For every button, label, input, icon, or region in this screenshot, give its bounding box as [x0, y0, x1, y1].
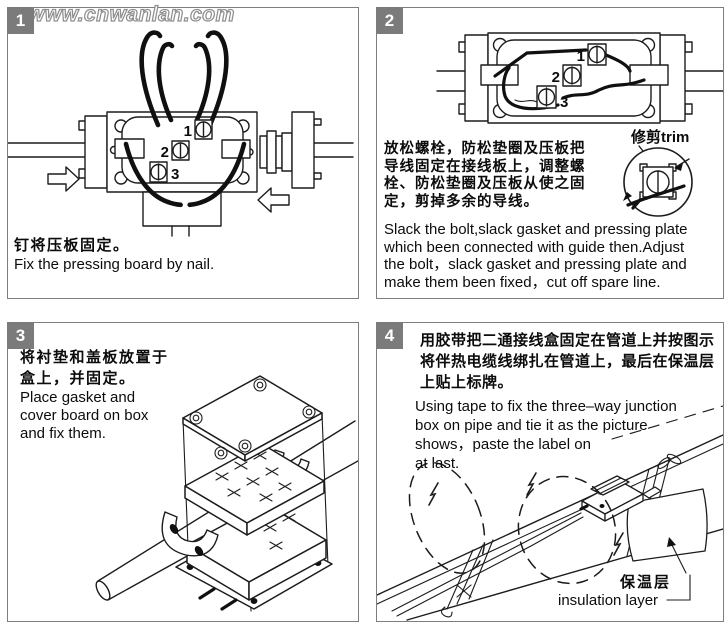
- step-1-panel: 1 www.cnwanlan.com: [7, 2, 359, 299]
- insulation-label-zh: 保温层: [619, 573, 671, 591]
- terminal-detail-magnifier: [623, 147, 693, 217]
- left-gland: [161, 511, 219, 557]
- caption-line-en: Using tape to fix the three–way junction: [415, 398, 677, 415]
- step-1-number-badge: 1: [7, 7, 34, 34]
- terminal-2: [562, 64, 582, 87]
- tie-band-left: [440, 539, 494, 618]
- gasket: [184, 443, 325, 536]
- step-3-diagram: [95, 375, 358, 612]
- step-3-caption: 将衬垫和盖板放置于 盒上，并固定。 Place gasket and cover…: [20, 347, 169, 443]
- terminal-label-2: 2: [552, 69, 560, 86]
- heating-cable-wires: [123, 30, 247, 208]
- caption-line-en: the bolt，slack gasket and pressing plate…: [384, 256, 687, 273]
- step-2-number-badge: 2: [376, 7, 403, 34]
- dashed-highlight-left: [408, 462, 486, 574]
- caption-line-zh: 导线固定在接线板上，调整螺: [384, 158, 586, 175]
- terminal-3: [149, 161, 168, 183]
- caption-line-zh: 盒上，并固定。: [20, 370, 136, 387]
- step-2-caption-en: Slack the bolt,slack gasket and pressing…: [384, 221, 688, 291]
- caption-line-en: make them been fixed，cut off spare line.: [384, 273, 661, 291]
- step-1-caption: 钉将压板固定。 Fix the pressing board by nail.: [14, 236, 214, 274]
- step-4-diagram: 保温层 insulation layer: [377, 405, 723, 621]
- caption-line-zh: 放松螺栓，防松垫圈及压板把: [384, 141, 586, 157]
- terminal-3: [536, 85, 557, 109]
- arrow-left-icon: [257, 187, 290, 213]
- caption-line-zh: 栓、防松垫圈及压板从使之固: [384, 176, 586, 192]
- step-4-caption: 用胶带把二通接线盒固定在管道上并按图示 将伴热电缆线绑扎在管道上，最后在保温层 …: [415, 330, 715, 473]
- step-2-panel: 2: [376, 7, 724, 299]
- label-plate: [626, 488, 708, 562]
- terminal-label-3: 3: [171, 166, 179, 183]
- caption-line-en: shows，paste the label on: [415, 436, 591, 453]
- caption-line-zh: 用胶带把二通接线盒固定在管道上并按图示: [420, 332, 715, 349]
- caption-line-zh: 将衬垫和盖板放置于: [20, 349, 169, 366]
- terminal-1: [587, 43, 607, 66]
- terminal-1: [194, 119, 213, 140]
- caption-line-en: Slack the bolt,slack gasket and pressing…: [384, 221, 688, 238]
- terminal-label-1: 1: [184, 123, 192, 140]
- terminal-label-1: 1: [577, 48, 585, 65]
- caption-line-en: Place gasket and: [20, 389, 136, 406]
- connected-wires: [493, 48, 646, 111]
- caption-line-zh: 钉将压板固定。: [14, 237, 130, 254]
- step-3-panel: 3: [7, 322, 359, 622]
- trim-label: 修剪trim: [630, 128, 689, 146]
- step-2-caption-zh: 放松螺栓，防松垫圈及压板把 导线固定在接线板上，调整螺 栓、防松垫圈及压板从使之…: [384, 141, 586, 211]
- cover-board: [182, 375, 323, 462]
- step-2-diagram: 1 2 3 修剪trim: [436, 32, 723, 217]
- caption-line-en: Fix the pressing board by nail.: [14, 256, 215, 273]
- caption-line-en: cover board on box: [20, 407, 149, 424]
- caption-line-zh: 将伴热电缆线绑扎在管道上，最后在保温层: [420, 353, 715, 370]
- watermark-text: www.cnwanlan.com: [27, 2, 235, 26]
- terminal-label-3: 3: [560, 94, 568, 111]
- insulation-label-en: insulation layer: [558, 592, 658, 609]
- caption-line-en: which been connected with guide then.Adj…: [384, 238, 685, 256]
- heat-trace-symbols: [428, 472, 624, 556]
- step-4-panel: 4: [376, 322, 724, 622]
- caption-line-zh: 定，剪掉多余的导线。: [384, 193, 539, 210]
- caption-line-en: and fix them.: [20, 425, 106, 442]
- caption-line-en: at last.: [415, 455, 460, 472]
- step-4-number-badge: 4: [376, 322, 403, 349]
- step-3-number-badge: 3: [7, 322, 34, 349]
- caption-line-zh: 上贴上标牌。: [420, 374, 514, 391]
- arrow-right-icon: [47, 166, 80, 192]
- junction-box: [186, 502, 327, 601]
- heating-cable: [391, 512, 584, 617]
- step-1-diagram: 1 2 3: [8, 30, 354, 237]
- caption-line-en: box on pipe and tie it as the picture: [415, 417, 648, 434]
- insulation-callout: [666, 537, 691, 601]
- terminal-2: [171, 140, 190, 161]
- dashed-highlight-right: [517, 475, 617, 585]
- terminal-label-2: 2: [161, 144, 169, 161]
